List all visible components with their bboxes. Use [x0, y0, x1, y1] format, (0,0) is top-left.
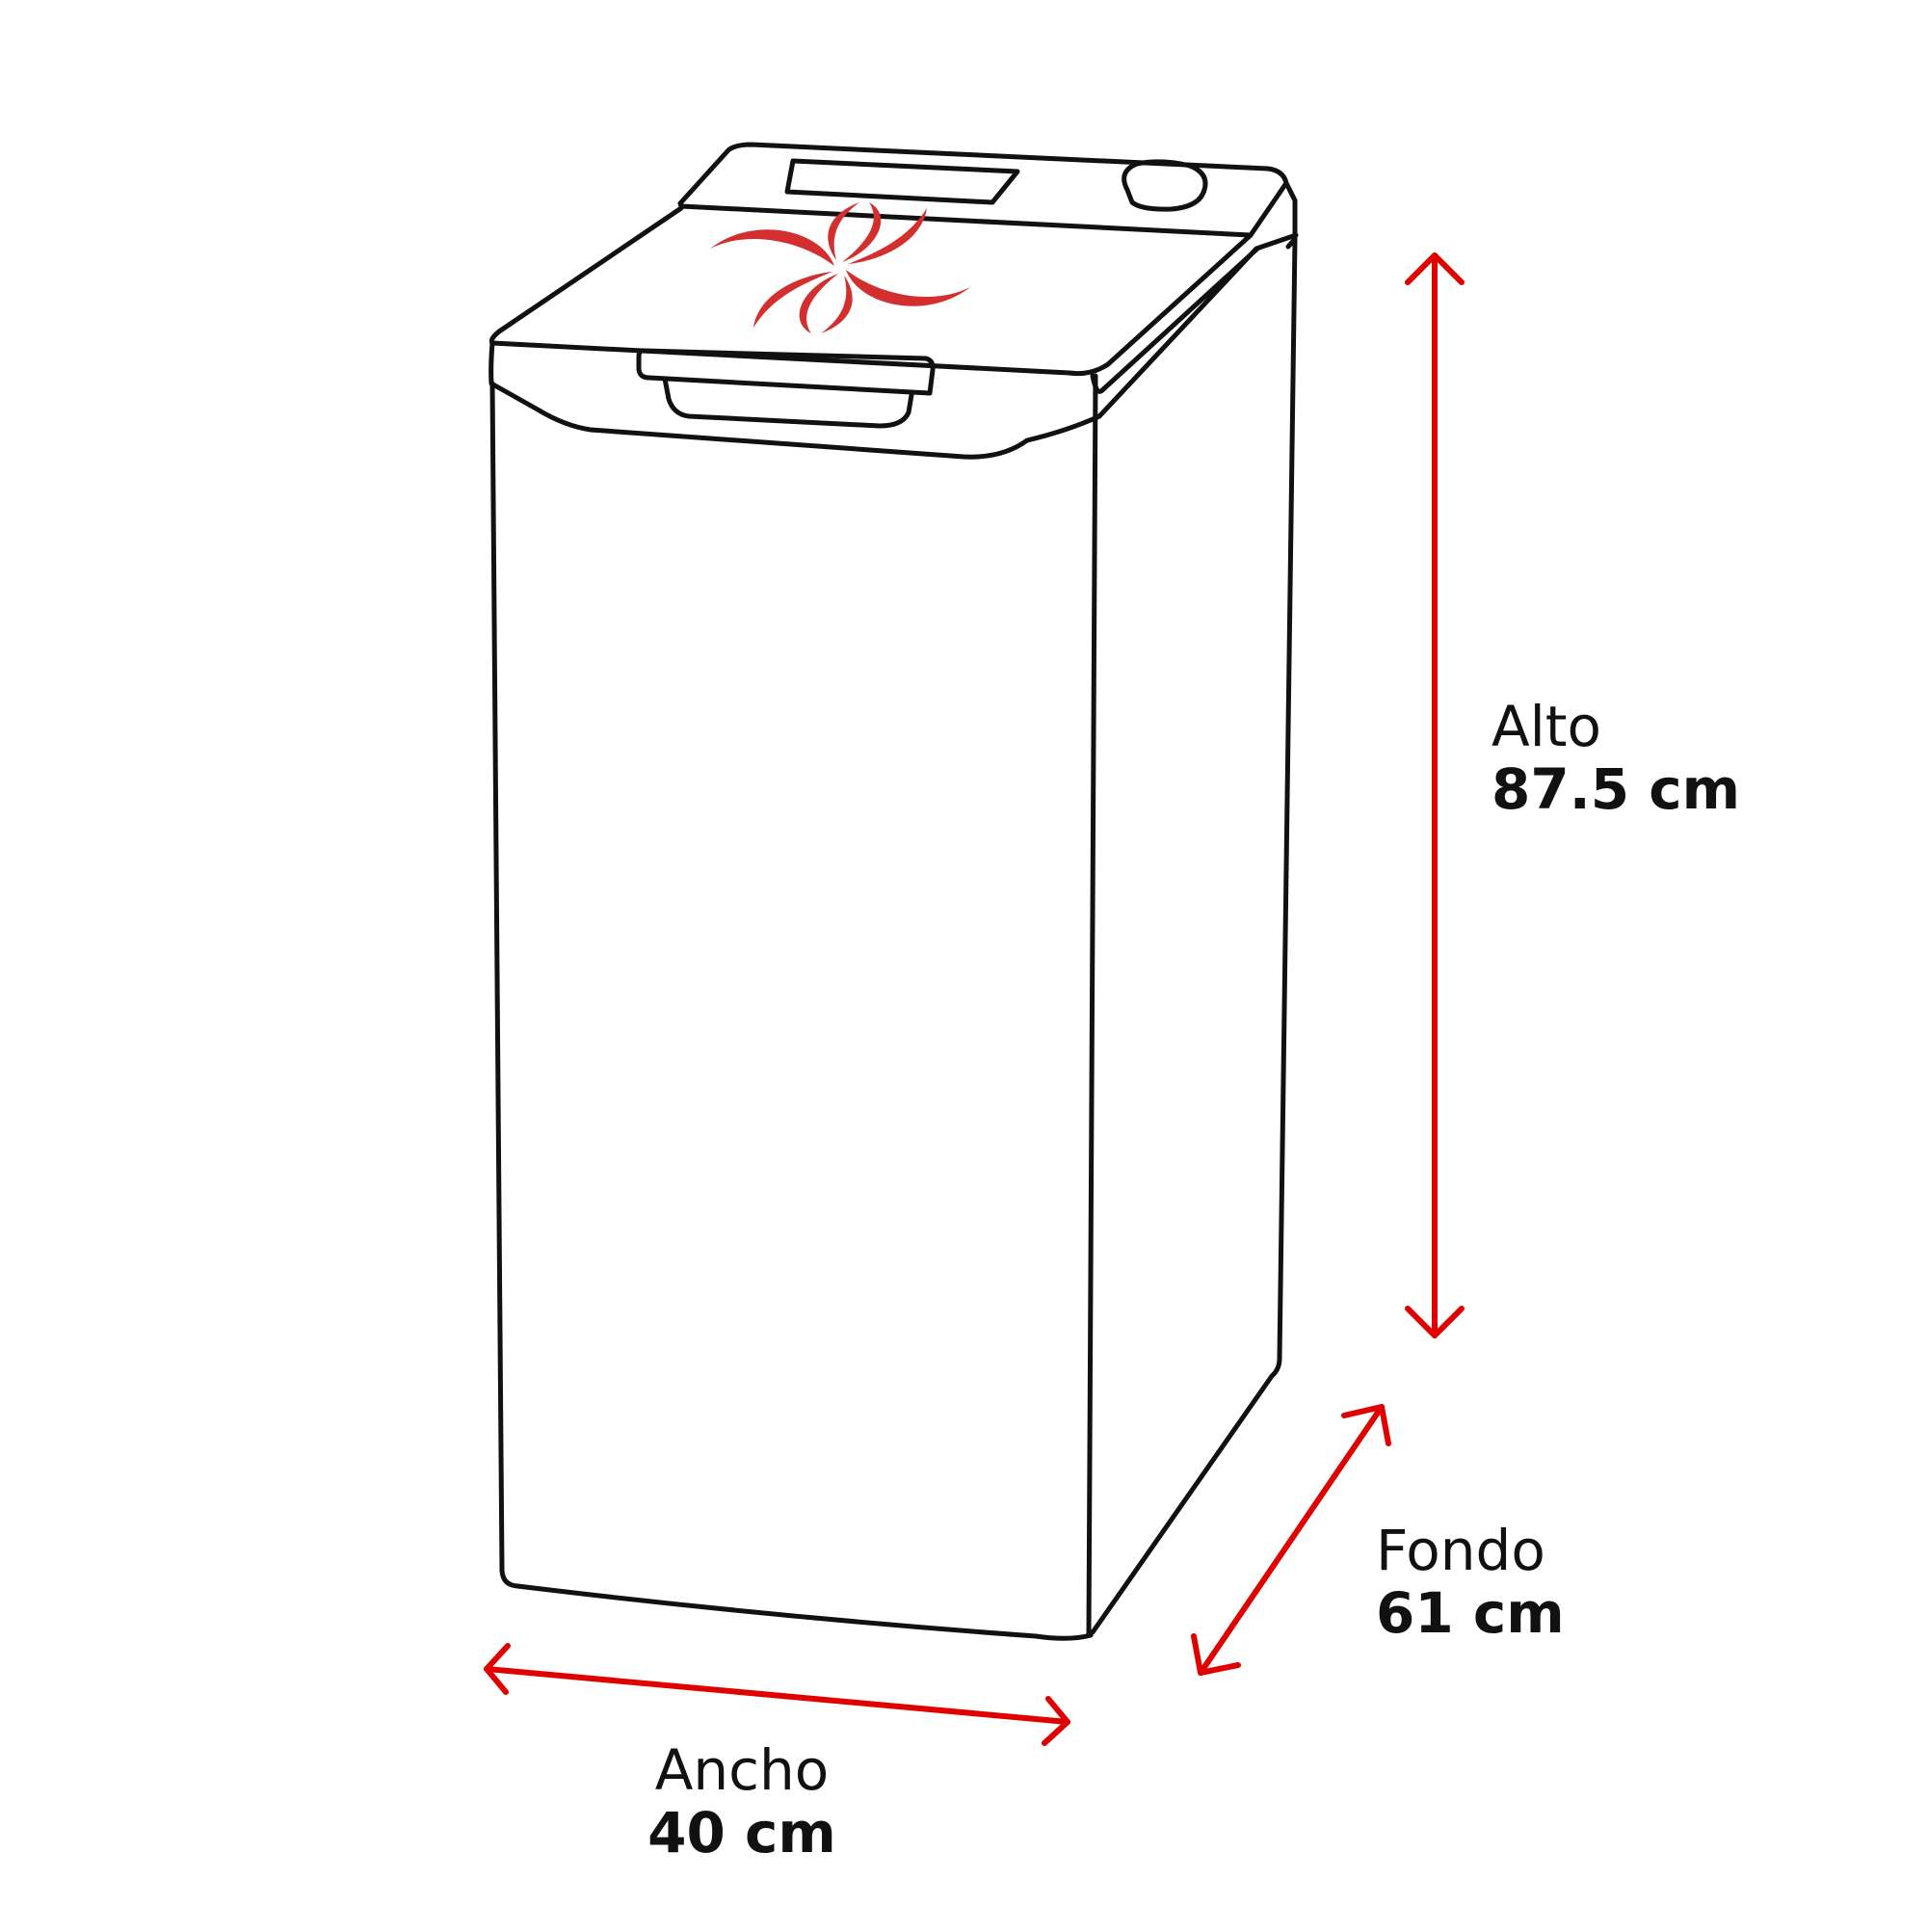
- front-top-rim: [488, 340, 1102, 460]
- control-panel-outline: [677, 142, 1289, 238]
- height-arrow-icon: [1405, 252, 1465, 1338]
- front-right-edge: [1086, 373, 1098, 1638]
- side-panel-outline: [1090, 236, 1298, 1635]
- control-knob: [1122, 159, 1208, 212]
- right-chamfer: [1090, 232, 1299, 419]
- depth-value: 61 cm: [1376, 1579, 1565, 1646]
- handle-grip: [662, 376, 914, 429]
- height-label: Alto: [1491, 694, 1602, 759]
- height-value: 87.5 cm: [1491, 755, 1741, 822]
- width-dimension-label: Ancho 40 cm: [646, 1739, 838, 1865]
- width-value: 40 cm: [647, 1799, 836, 1866]
- top-right-edge: [1283, 180, 1298, 250]
- width-arrow-icon: [484, 1643, 1070, 1746]
- red-swirl-logo-icon: [710, 202, 970, 333]
- depth-dimension-label: Fondo 61 cm: [1376, 1520, 1565, 1645]
- front-panel-outline: [489, 381, 1094, 1641]
- width-label: Ancho: [654, 1737, 830, 1803]
- lid-handle: [636, 348, 936, 396]
- depth-arrow-icon: [1191, 1404, 1391, 1676]
- depth-label: Fondo: [1376, 1518, 1545, 1583]
- height-dimension-label: Alto 87.5 cm: [1491, 696, 1740, 821]
- display-window: [784, 158, 1020, 205]
- top-lid-outline: [488, 205, 1254, 377]
